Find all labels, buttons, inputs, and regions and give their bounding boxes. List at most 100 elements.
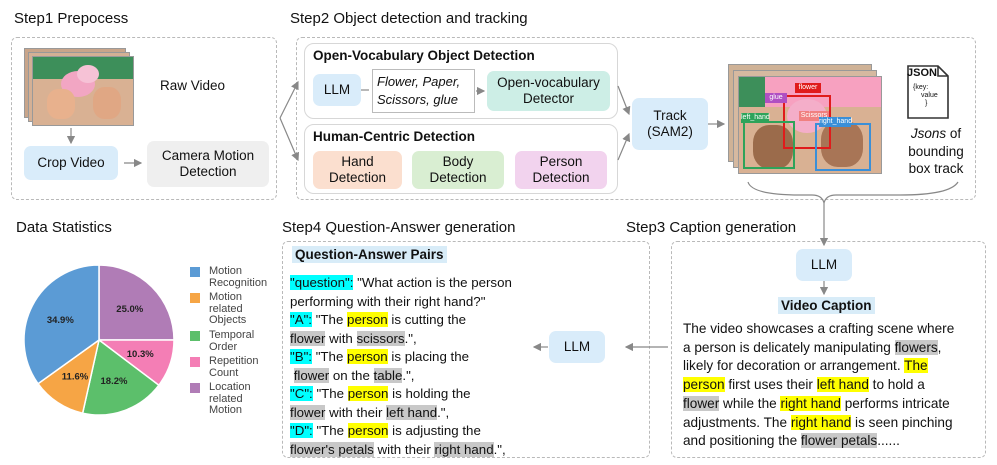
raw-video-thumbnail — [24, 48, 134, 126]
qa-llm-box: LLM — [549, 331, 605, 363]
frame-label-scissors: Scissors — [799, 111, 829, 121]
caption-text-span: and positioning the — [683, 433, 801, 449]
caption-text-span: adjustments. The — [683, 414, 791, 430]
caption-text-span: first uses their — [724, 377, 817, 393]
pie-label-motion-recognition: 34.9% — [47, 315, 74, 326]
hcd-title: Human-Centric Detection — [313, 129, 476, 144]
person-detection-label-2: Detection — [532, 170, 590, 185]
qa-a-flower: flower — [290, 330, 326, 346]
step3-title: Step3 Caption generation — [626, 219, 797, 236]
hand-detection-label-1: Hand — [341, 154, 374, 169]
jsons-line-3: box track — [908, 161, 964, 176]
pie-label-repetition-count: 10.3% — [127, 349, 154, 360]
tracked-frames: flower glue Scissors left_hand right_han… — [728, 64, 888, 176]
track-label-2: (SAM2) — [647, 124, 693, 139]
qa-c-text: "The — [312, 386, 348, 401]
pie-label-location-related-motion: 25.0% — [116, 304, 143, 315]
caption-text-span: to hold a — [868, 377, 925, 393]
body-detection-label-2: Detection — [429, 170, 487, 185]
caption-flowers: flowers — [894, 339, 938, 355]
caption-text-span: while the — [719, 395, 781, 411]
caption-text-span: , — [937, 339, 942, 355]
caption-left-hand: left hand — [816, 377, 869, 393]
track-sam2-box: Track (SAM2) — [632, 98, 708, 150]
caption-llm-label: LLM — [810, 257, 838, 272]
legend-swatch — [190, 267, 200, 277]
crop-video-box: Crop Video — [24, 146, 118, 180]
qa-c-flower: flower — [290, 404, 326, 420]
person-detection-box: Person Detection — [515, 151, 607, 189]
qa-a-person: person — [347, 312, 388, 327]
caption-text: The video showcases a crafting scene whe… — [683, 320, 983, 451]
frame-label-flower: flower — [795, 83, 821, 93]
qa-a-scissors: scissors — [356, 330, 405, 346]
qa-c-left-hand: left hand — [386, 404, 438, 420]
qa-d-petals: flower's petals — [290, 441, 374, 457]
qa-b-text: is placing the — [387, 349, 470, 364]
pie-slice-location-related-motion — [98, 264, 175, 341]
qa-a-text: "The — [312, 312, 348, 327]
qa-a-key: "A": — [290, 312, 313, 327]
video-caption-title: Video Caption — [778, 297, 875, 314]
ovd-llm-box: LLM — [313, 74, 361, 106]
qa-d-person: person — [347, 423, 389, 438]
json-icon-label: JSON — [907, 67, 937, 79]
caption-line: The video showcases a crafting scene whe… — [683, 321, 955, 336]
qa-d-right-hand: right hand — [434, 441, 494, 457]
step4-panel — [282, 241, 650, 458]
qa-b-flower: flower — [293, 367, 330, 383]
raw-video-label: Raw Video — [160, 78, 226, 93]
body-detection-box: Body Detection — [412, 151, 504, 189]
qa-a-text: with — [325, 330, 357, 346]
jsons-caption: Jsons of bounding box track — [902, 125, 970, 178]
caption-text-span: likely for decoration or arrangement. — [683, 358, 905, 374]
caption-flower: flower — [683, 395, 720, 411]
json-file-icon: JSON {key: value } — [905, 64, 951, 120]
frame-label-glue: glue — [765, 93, 787, 103]
qa-d-key: "D": — [290, 423, 313, 438]
qa-c-text: .", — [437, 404, 450, 420]
person-detection-label-1: Person — [539, 154, 583, 169]
prompt-words-box: Flower, Paper, Scissors, glue — [372, 69, 475, 113]
ovd-detector-label-1: Open-vocabulary — [497, 75, 600, 90]
hand-detection-box: Hand Detection — [313, 151, 402, 189]
jsons-of: of — [946, 126, 962, 141]
pie-slice-motion-recognition — [23, 264, 100, 385]
legend-swatch — [190, 293, 200, 303]
crop-video-label: Crop Video — [37, 155, 105, 170]
camera-motion-label-2: Detection — [179, 164, 237, 179]
pie-label-motion-related-objects: 11.6% — [62, 371, 89, 382]
prompt-words-1: Flower, Paper, — [377, 74, 461, 89]
qa-question-text-1: "What action is the person — [353, 275, 512, 290]
step1-panel — [11, 37, 277, 200]
step1-title: Step1 Prepocess — [14, 10, 129, 27]
qa-a-text: .", — [404, 330, 417, 346]
caption-right-hand-2: right hand — [790, 414, 852, 430]
frame-label-left-hand: left_hand — [741, 113, 770, 123]
caption-the: The — [904, 358, 928, 374]
qa-b-key: "B": — [290, 349, 313, 364]
pie-slice-temporal-order — [81, 338, 160, 416]
caption-right-hand: right hand — [780, 395, 841, 411]
hand-detection-label-2: Detection — [328, 170, 387, 185]
qa-c-key: "C": — [290, 386, 313, 401]
qa-a-text: is cutting the — [387, 312, 467, 327]
qa-content: "question": "What action is the person p… — [290, 274, 550, 459]
caption-person: person — [683, 377, 725, 393]
qa-c-person: person — [347, 386, 389, 401]
qa-c-text: is holding the — [388, 386, 471, 401]
ovd-detector-box: Open-vocabulary Detector — [487, 71, 610, 111]
json-icon-line-1: {key: — [913, 84, 929, 91]
pie-chart: 25.0%10.3%18.2%11.6%34.9% — [23, 264, 175, 416]
caption-flower-petals: flower petals — [800, 433, 878, 449]
caption-text-span: is seen pinching — [851, 414, 953, 430]
